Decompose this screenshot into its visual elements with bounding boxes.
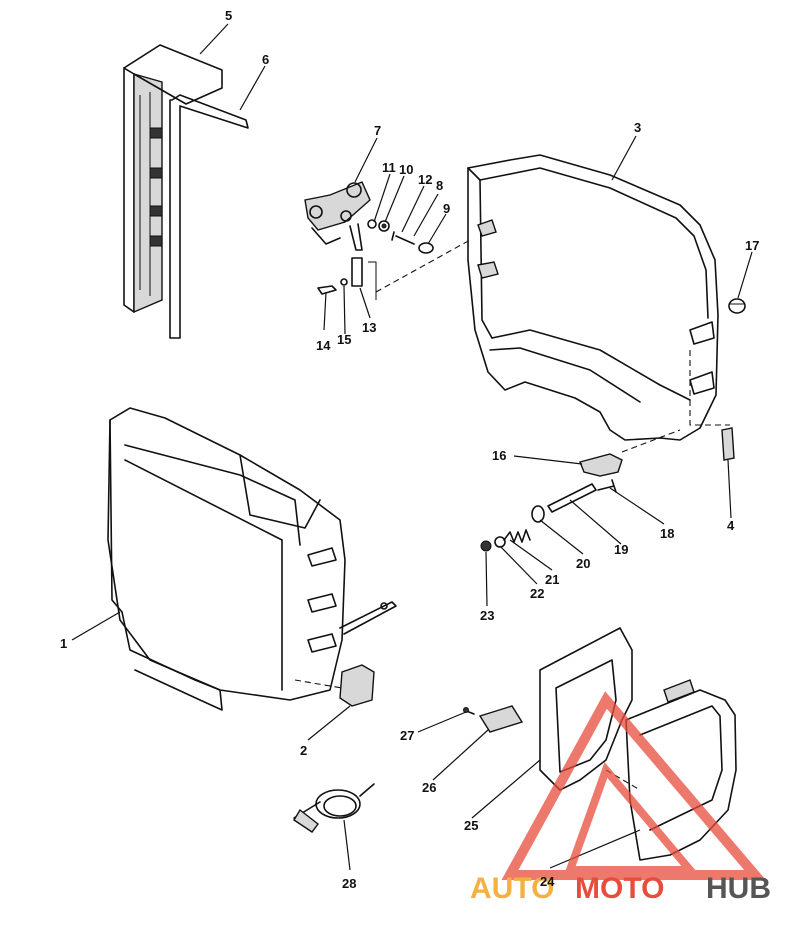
svg-text:HUB: HUB [706,872,771,905]
part-18-screw [597,479,617,493]
part-23-nut [480,540,492,552]
callout-labels: 1 2 3 4 5 6 7 8 9 10 11 12 13 14 15 16 1… [60,8,759,891]
part-4-latch [721,427,735,461]
part-6-rod [169,94,249,339]
callout-26: 26 [422,780,436,795]
callout-13: 13 [362,320,376,335]
callout-28: 28 [342,876,356,891]
part-19-shaft [547,483,597,513]
part-26-clip [478,705,524,733]
callout-17: 17 [745,238,759,253]
part-5-rail-channel [123,44,223,314]
callout-3: 3 [634,120,641,135]
callout-6: 6 [262,52,269,67]
part-3-housing [467,154,719,441]
part-17-plug [728,298,746,314]
watermark-logo [501,691,766,880]
callout-22: 22 [530,586,544,601]
callout-5: 5 [225,8,232,23]
hardware-13-15 [317,257,377,300]
callout-4: 4 [727,518,735,533]
callout-16: 16 [492,448,506,463]
part-22-washer [494,536,506,548]
callout-15: 15 [337,332,351,347]
part-16-knob [579,453,623,477]
part-27-screw [463,707,475,715]
callout-25: 25 [464,818,478,833]
hardware-8-12 [367,219,434,254]
callout-23: 23 [480,608,494,623]
callout-21: 21 [545,572,559,587]
callout-11: 11 [382,160,396,175]
callout-20: 20 [576,556,590,571]
leader-lines [71,23,753,871]
part-2-block [339,664,375,707]
callout-1: 1 [60,636,67,651]
callout-19: 19 [614,542,628,557]
callout-2: 2 [300,743,307,758]
part-7-hinge-bracket [304,181,371,251]
callout-9: 9 [443,201,450,216]
svg-text:MOTO: MOTO [575,872,664,905]
callout-10: 10 [399,162,413,177]
part-28-cable-harness [293,783,375,833]
svg-text:AUTO: AUTO [470,872,554,905]
callout-7: 7 [374,123,381,138]
callout-12: 12 [418,172,432,187]
watermark-text: AUTO MOTO HUB [470,872,771,905]
callout-18: 18 [660,526,674,541]
callout-24: 24 [540,874,555,889]
part-20-collar [531,505,545,523]
part-1-cover [107,407,397,711]
part-25-gasket-frame [539,627,633,791]
callout-27: 27 [400,728,414,743]
part-21-spring [503,529,531,543]
callout-14: 14 [316,338,331,353]
callout-8: 8 [436,178,443,193]
